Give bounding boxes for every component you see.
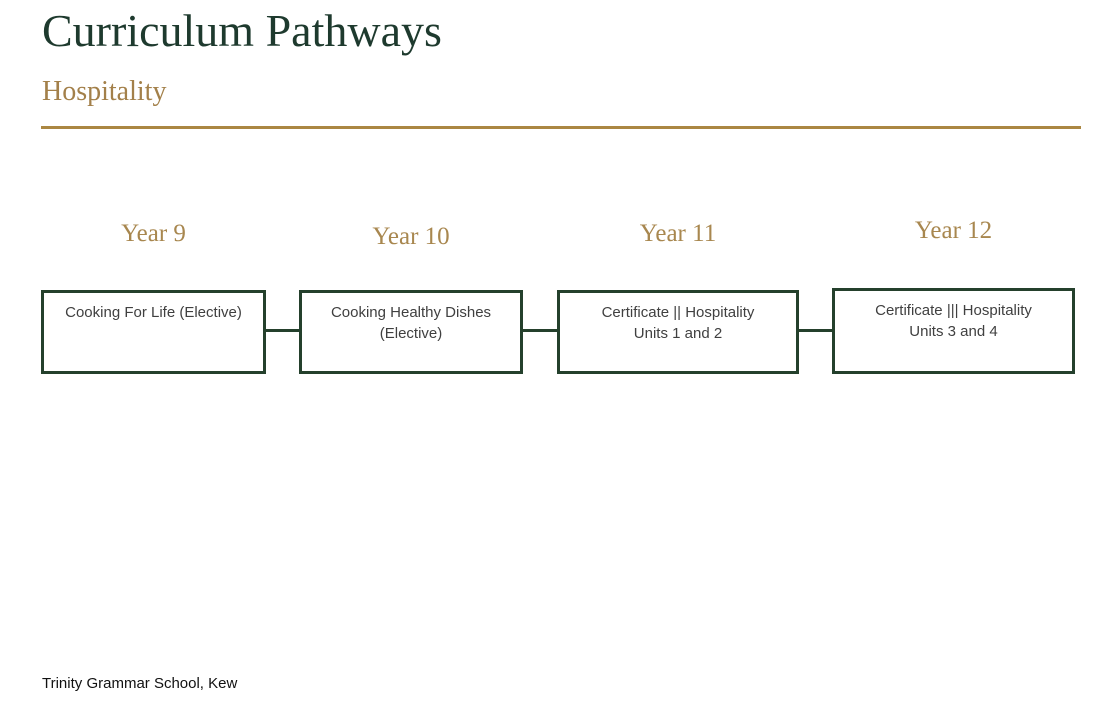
course-box-year10: Cooking Healthy Dishes (Elective) [299,290,523,374]
course-line: Certificate || Hospitality [601,304,755,321]
connector-year11-year12 [797,329,834,332]
year-label-12: Year 12 [914,217,993,244]
year-label-11: Year 11 [639,220,717,247]
course-box-year12: Certificate ||| Hospitality Units 3 and … [832,288,1075,374]
connector-year10-year11 [521,329,559,332]
divider-rule [41,126,1081,129]
footer-text: Trinity Grammar School, Kew [42,675,238,692]
course-line: Certificate ||| Hospitality [875,302,1032,319]
page-subtitle: Hospitality [42,76,167,107]
course-line: (Elective) [379,325,443,342]
year-label-9: Year 9 [121,220,186,247]
page-title: Curriculum Pathways [42,5,442,56]
course-line: Cooking Healthy Dishes [330,304,492,321]
course-line: Cooking For Life (Elective) [65,304,242,321]
course-line: Units 1 and 2 [633,325,723,342]
year-label-10: Year 10 [372,223,450,250]
course-box-year11: Certificate || Hospitality Units 1 and 2 [557,290,799,374]
course-line: Units 3 and 4 [909,323,998,340]
connector-year9-year10 [264,329,301,332]
course-box-year9: Cooking For Life (Elective) [41,290,266,374]
